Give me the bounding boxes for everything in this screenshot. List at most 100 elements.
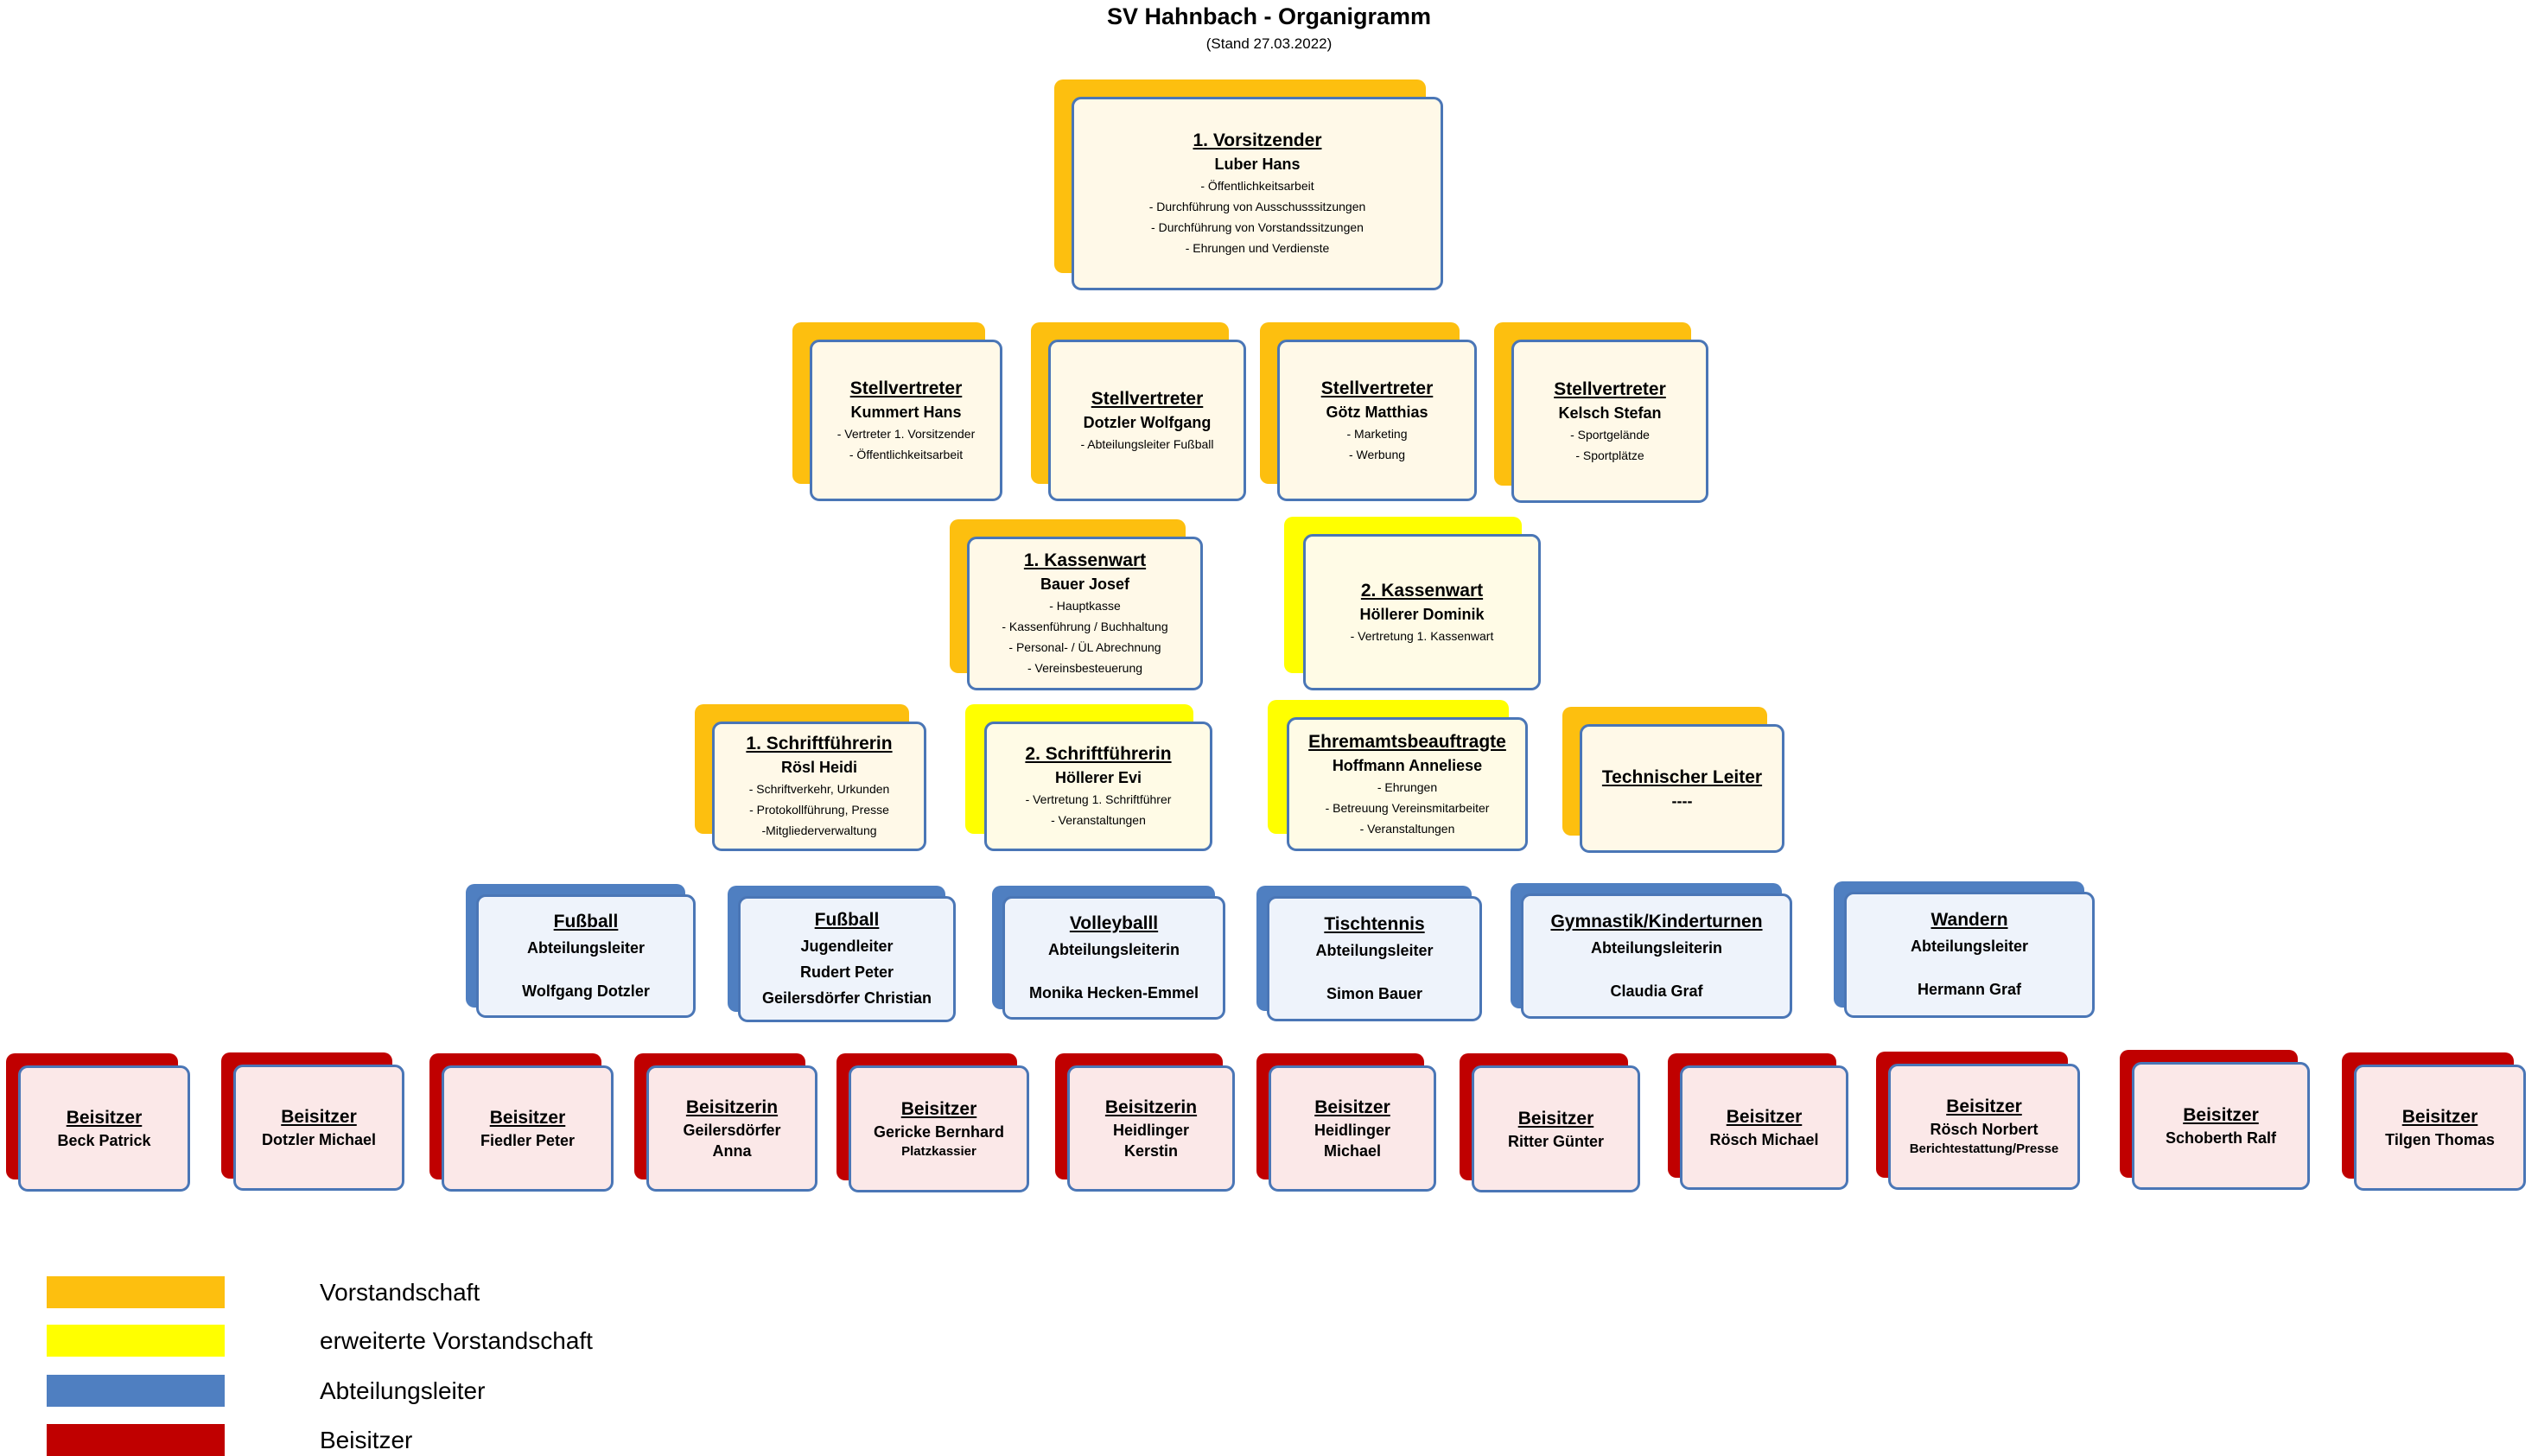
node-card-technik: Technischer Leiter---- xyxy=(1580,724,1784,853)
node-duty: - Ehrungen xyxy=(1377,779,1438,794)
node-role: Beisitzerin xyxy=(685,1097,779,1117)
node-duty: -Mitgliederverwaltung xyxy=(761,823,877,837)
legend-label-abteilungsleiter: Abteilungsleiter xyxy=(320,1377,486,1404)
node-role: 2. Schriftführerin xyxy=(1025,744,1172,764)
node-name: Simon Bauer xyxy=(1326,984,1423,1002)
node-role: Beisitzer xyxy=(900,1098,977,1119)
legend-swatch-beisitzer xyxy=(47,1424,225,1456)
node-name: Hoffmann Anneliese xyxy=(1332,756,1483,774)
node-note: Berichtestattung/Presse xyxy=(1909,1141,2059,1156)
node-name: Rudert Peter xyxy=(799,963,894,981)
node-duty: - Abteilungsleiter Fußball xyxy=(1080,436,1214,451)
node-role: Wandern xyxy=(1931,910,2008,930)
node-name: Gericke Bernhard xyxy=(873,1122,1005,1141)
node-name: Fiedler Peter xyxy=(480,1132,576,1149)
node-duty: - Werbung xyxy=(1348,447,1406,461)
node-role: 1. Vorsitzender xyxy=(1193,130,1322,150)
page-subtitle: (Stand 27.03.2022) xyxy=(1205,35,1333,52)
node-name: Bauer Josef xyxy=(1040,575,1130,593)
node-role: Beisitzer xyxy=(281,1107,357,1127)
legend-swatch-abteilungsleiter xyxy=(47,1375,225,1407)
node-name: Rösl Heidi xyxy=(780,759,857,776)
node-role: Beisitzer xyxy=(2401,1107,2478,1127)
node-title: Abteilungsleiter xyxy=(526,938,646,957)
node-duty: - Protokollführung, Presse xyxy=(749,803,889,817)
node-duty: - Öffentlichkeitsarbeit xyxy=(849,447,964,461)
legend-label-beisitzer: Beisitzer xyxy=(320,1427,413,1453)
node-name: Rösch Norbert xyxy=(1930,1121,2039,1138)
node-name: Kelsch Stefan xyxy=(1558,404,1662,422)
node-name: Claudia Graf xyxy=(1610,982,1703,1000)
node-role: 2. Kassenwart xyxy=(1360,580,1484,601)
node-title: Abteilungsleiterin xyxy=(1047,940,1180,958)
node-role: Stellvertreter xyxy=(849,378,963,398)
node-role: Beisitzer xyxy=(2183,1105,2259,1125)
node-duty: - Vertretung 1. Schriftführer xyxy=(1025,792,1172,806)
node-name: Götz Matthias xyxy=(1326,403,1428,421)
node-role: Tischtennis xyxy=(1324,913,1425,934)
node-name: Luber Hans xyxy=(1214,156,1301,173)
node-role: Stellvertreter xyxy=(1320,378,1434,398)
node-role: 1. Kassenwart xyxy=(1023,550,1147,570)
node-role: Beisitzerin xyxy=(1104,1097,1198,1117)
legend-label-vorstandschaft: Vorstandschaft xyxy=(320,1279,480,1306)
node-name: Höllerer Dominik xyxy=(1359,605,1485,623)
node-duty: - Vertreter 1. Vorsitzender xyxy=(836,426,976,441)
node-name: Tilgen Thomas xyxy=(2385,1131,2495,1148)
node-name: Dotzler Michael xyxy=(261,1131,377,1148)
node-name: Höllerer Evi xyxy=(1054,769,1142,786)
node-duty: - Ehrungen und Verdienste xyxy=(1185,241,1330,255)
node-name: Geilersdörfer xyxy=(683,1122,781,1139)
node-role: Stellvertreter xyxy=(1091,388,1204,409)
node-name: Heidlinger xyxy=(1112,1122,1189,1139)
node-duty: - Kassenführung / Buchhaltung xyxy=(1002,620,1168,633)
node-name: Monika Hecken-Emmel xyxy=(1028,983,1199,1001)
node-name-2: Anna xyxy=(712,1142,752,1160)
node-duty: - Betreuung Vereinsmitarbeiter xyxy=(1325,800,1490,815)
node-name: Ritter Günter xyxy=(1507,1132,1604,1150)
node-title: Abteilungsleiter xyxy=(1315,941,1434,959)
legend-swatch-vorstandschaft xyxy=(47,1276,225,1308)
org-node-technik: Technischer Leiter---- xyxy=(1562,707,1784,853)
node-role: Beisitzer xyxy=(66,1108,143,1128)
node-duty: - Schriftverkehr, Urkunden xyxy=(748,782,890,796)
node-duty: - Veranstaltungen xyxy=(1359,821,1455,836)
node-role: Beisitzer xyxy=(1314,1097,1390,1117)
node-title: Abteilungsleiter xyxy=(1910,938,2029,955)
